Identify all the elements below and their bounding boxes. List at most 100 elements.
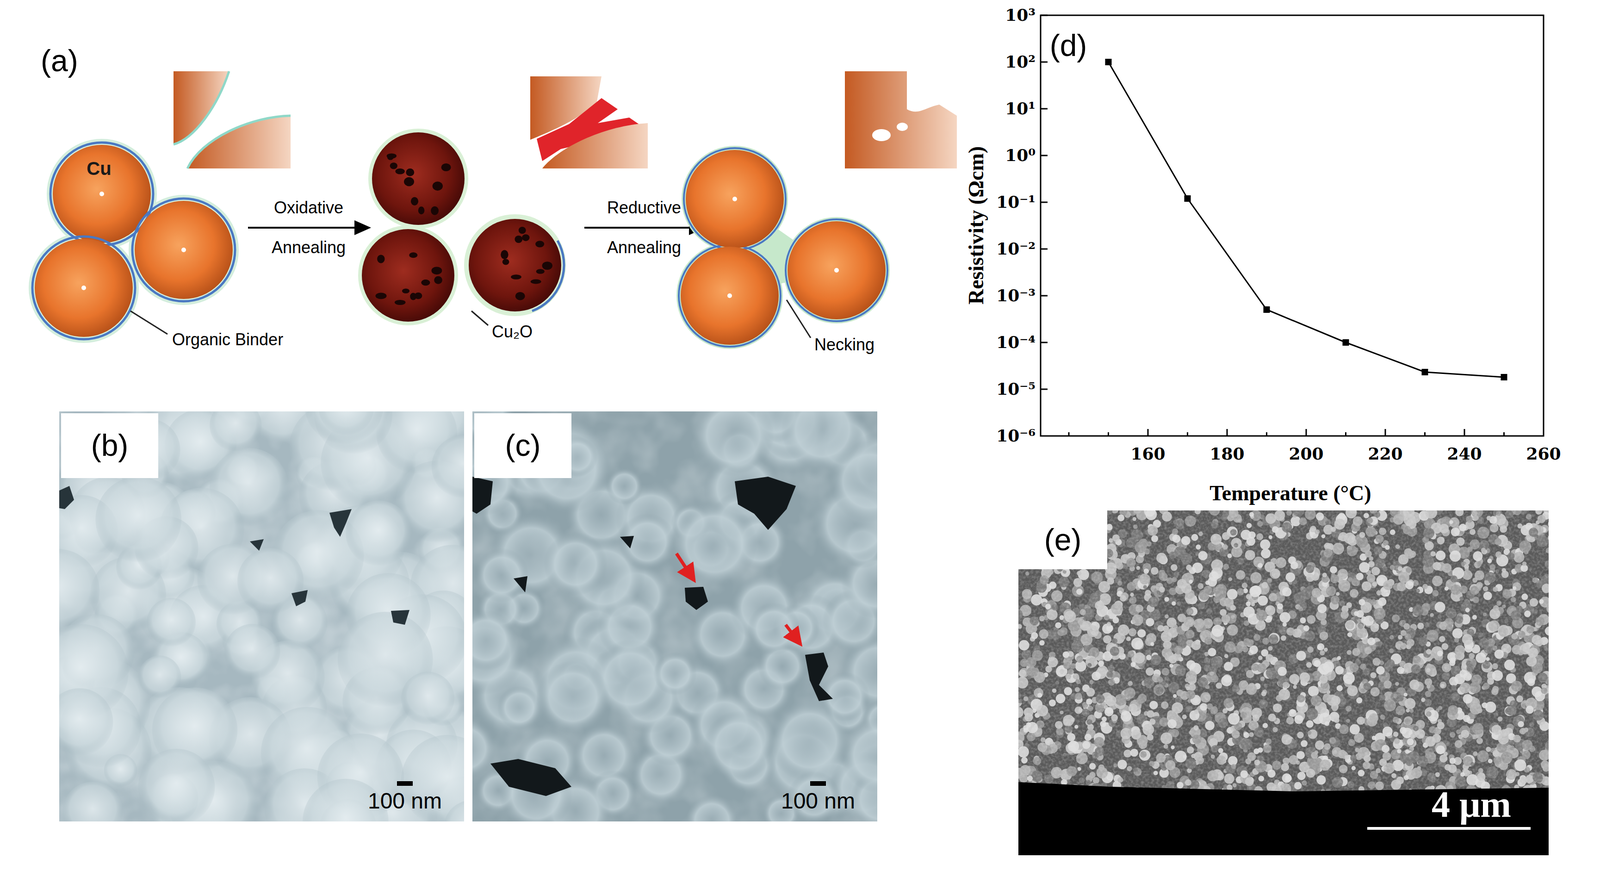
sem-grain xyxy=(497,685,542,730)
copper-sphere xyxy=(99,191,105,197)
scale-bar xyxy=(810,781,826,786)
data-marker xyxy=(1184,195,1191,202)
sem-grain xyxy=(318,411,374,436)
oxide-spot xyxy=(405,168,415,177)
axis-tick xyxy=(1503,432,1505,436)
oxide-spot xyxy=(390,162,398,169)
oxide-spot xyxy=(431,266,443,275)
copper-sphere xyxy=(34,238,133,337)
axis-tick xyxy=(1040,201,1048,204)
sem-image xyxy=(249,539,264,551)
oxide-sphere xyxy=(361,229,455,322)
oxide-spot xyxy=(521,234,530,242)
pointer-arrow xyxy=(676,553,801,645)
binder-halo xyxy=(28,232,139,343)
oxide-sphere xyxy=(372,132,465,225)
interface-inset xyxy=(187,115,291,169)
oxide-spot xyxy=(515,291,526,301)
axis-tick xyxy=(1040,15,1505,436)
sem-grain xyxy=(59,411,465,822)
copper-sphere xyxy=(785,219,888,322)
scale-bar xyxy=(396,781,413,786)
sem-image xyxy=(734,476,796,530)
necking-binder xyxy=(676,145,890,349)
sem-grain xyxy=(62,781,123,822)
oxide-spot xyxy=(542,261,553,270)
process-arrow xyxy=(584,226,704,229)
sem-grain xyxy=(237,547,304,614)
interface-inset xyxy=(187,115,291,169)
data-marker xyxy=(1342,339,1350,346)
interface-inset xyxy=(844,71,957,169)
copper-sphere xyxy=(678,148,888,347)
sem-grain xyxy=(536,660,610,735)
oxide-spot xyxy=(535,240,545,248)
oxide-spot xyxy=(421,279,430,286)
copper-sphere xyxy=(81,285,87,291)
axis-tick xyxy=(1040,295,1048,297)
sem-grain xyxy=(474,547,529,603)
interface-inset xyxy=(173,71,230,145)
copper-sphere xyxy=(181,247,187,253)
leader-line xyxy=(471,310,489,326)
interface-inset xyxy=(173,71,230,145)
sem-grain xyxy=(703,710,774,782)
oxide-spot xyxy=(430,206,439,216)
sem-grain xyxy=(653,651,697,695)
axis-tick xyxy=(1345,432,1347,436)
copper-sphere xyxy=(732,196,738,202)
scale-bar xyxy=(396,781,413,786)
sem-grain xyxy=(606,467,644,505)
sem-grain xyxy=(304,411,384,445)
sem-image xyxy=(59,411,465,822)
oxide-spot xyxy=(418,206,425,215)
sem-grain xyxy=(95,476,182,563)
copper-sphere xyxy=(32,142,236,340)
oxide-spot xyxy=(386,153,397,159)
binder-halo xyxy=(358,128,566,326)
leader-line xyxy=(130,310,168,335)
sem-image xyxy=(59,411,465,822)
oxide-spot xyxy=(402,288,410,294)
sem-image xyxy=(620,535,634,549)
pointer-arrow xyxy=(785,624,801,645)
binder-halo xyxy=(464,214,566,317)
data-marker xyxy=(1105,58,1508,381)
copper-sphere xyxy=(134,200,233,299)
sem-grain xyxy=(59,548,100,633)
pointer-arrow xyxy=(676,553,695,581)
sem-grain xyxy=(747,602,801,656)
oxide-sphere xyxy=(468,218,562,312)
sem-grain xyxy=(59,688,114,756)
sem-grain xyxy=(692,411,775,477)
sem-image xyxy=(472,476,833,796)
necking-binder xyxy=(783,217,890,324)
oxide-spot xyxy=(432,181,443,191)
axis-tick xyxy=(1040,108,1048,110)
copper-sphere xyxy=(132,198,236,302)
data-marker xyxy=(1500,373,1508,381)
axis-tick xyxy=(1107,432,1110,436)
copper-sphere xyxy=(787,221,886,320)
oxide-spot xyxy=(441,163,452,172)
sem-grain xyxy=(345,500,412,567)
axis-tick xyxy=(1040,248,1048,250)
scale-bar xyxy=(810,781,826,786)
sem-image xyxy=(1018,510,1549,856)
sem-image xyxy=(472,476,493,514)
oxide-spot xyxy=(375,153,553,306)
interface-inset xyxy=(872,129,891,142)
copper-sphere xyxy=(685,149,784,249)
oxide-sphere xyxy=(361,132,562,322)
data-line xyxy=(1108,62,1505,378)
chart-frame xyxy=(1040,15,1544,436)
oxide-spot xyxy=(510,274,522,280)
sem-grain xyxy=(138,748,216,822)
axis-tick xyxy=(1040,155,1048,157)
sem-grain xyxy=(768,699,851,782)
copper-sphere xyxy=(50,142,154,246)
oxide-spot xyxy=(500,249,509,260)
sem-image xyxy=(59,485,410,625)
